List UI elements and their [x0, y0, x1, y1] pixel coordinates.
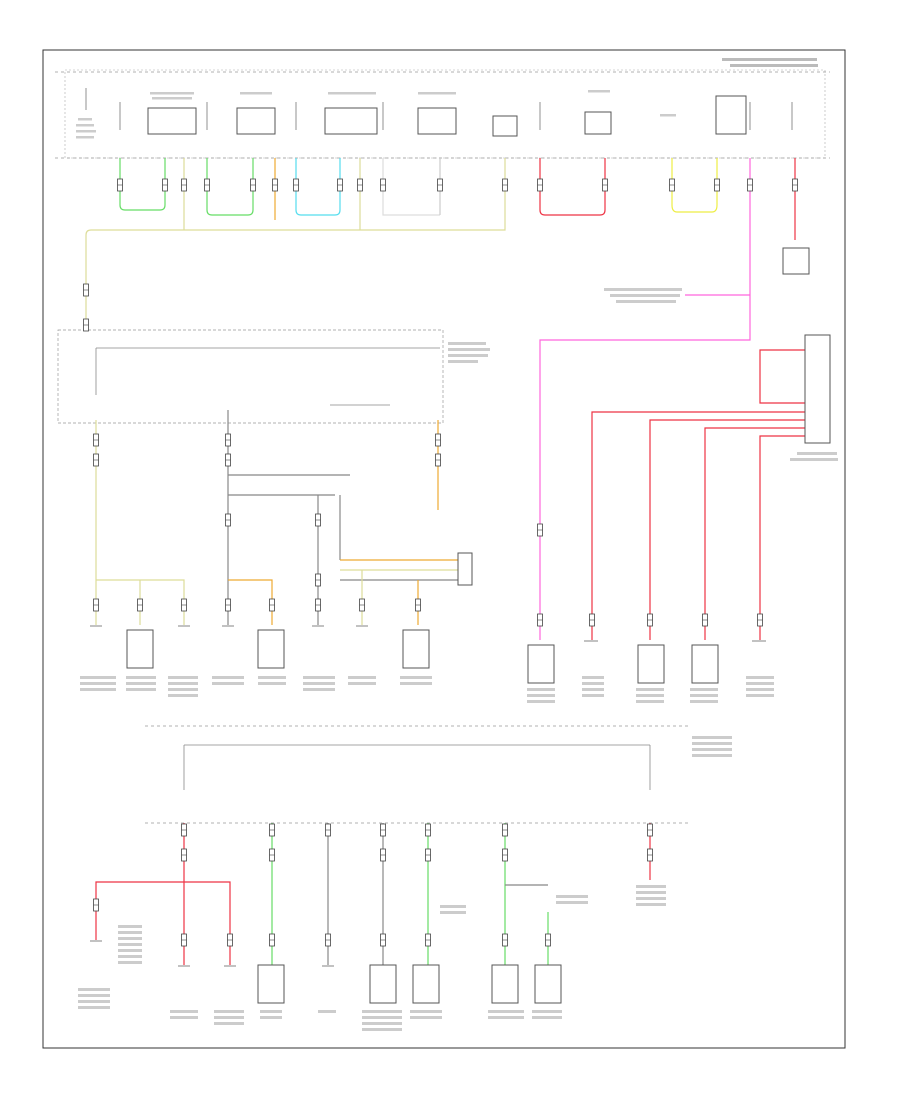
- top-wire-loops: [119, 158, 718, 216]
- relay-7: [715, 95, 747, 135]
- middle-labels: [80, 676, 774, 757]
- starter-relay: [782, 247, 810, 275]
- ground-connector: [457, 552, 473, 586]
- relay-6: [584, 111, 612, 135]
- pink-feed: [539, 158, 751, 640]
- bottom-components: [257, 964, 562, 1004]
- diagram-frame: [42, 49, 846, 1049]
- bottom-labels: [78, 885, 666, 1031]
- fuse-box-label: [722, 58, 818, 67]
- relay-1: [147, 107, 197, 135]
- relay-4: [417, 107, 457, 135]
- fuse-markers: [85, 88, 793, 130]
- under-hood-fuse-box: [55, 58, 830, 159]
- wire-connectors: [83, 178, 798, 947]
- bottom-wires: [95, 823, 651, 965]
- relay-2: [236, 107, 276, 135]
- left-middle-wires: [95, 410, 460, 625]
- relay-5: [492, 115, 518, 137]
- ground-symbols: [90, 625, 766, 967]
- relay-3: [324, 107, 378, 135]
- abs-label: [790, 452, 838, 461]
- abs-modulator-connector: [804, 334, 831, 444]
- pink-connector-label: [604, 288, 682, 303]
- junction-box-left: [57, 329, 490, 424]
- right-middle-wires: [591, 349, 805, 640]
- bottom-section: [145, 744, 690, 824]
- tan-bus: [85, 158, 506, 330]
- middle-components: [126, 629, 719, 684]
- fuse-labels: [76, 90, 676, 139]
